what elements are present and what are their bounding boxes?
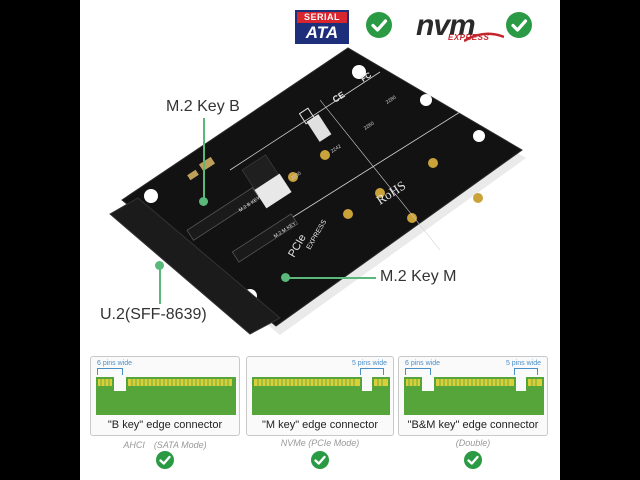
m2-key-b-callout-dot xyxy=(199,197,208,206)
m2-key-m-callout-dot xyxy=(281,273,290,282)
sata-logo-top-text: SERIAL xyxy=(297,12,347,23)
bm-key-connector-card: 6 pins wide 5 pins wide "B&M key" edge xyxy=(398,356,548,436)
b-key-label: "B key" edge connector xyxy=(107,419,223,431)
m-key-edge-connector xyxy=(252,377,390,415)
serial-ata-logo: SERIAL ATA xyxy=(295,10,349,44)
m2-key-m-callout-line xyxy=(286,277,376,279)
bm-key-right-bracket xyxy=(514,368,538,375)
pcb-board xyxy=(121,47,523,327)
sata-logo-bottom-text: ATA xyxy=(297,23,347,42)
bm-key-right-note: 5 pins wide xyxy=(505,360,541,367)
recycle-bin-icon xyxy=(298,107,316,125)
u2-callout: U.2(SFF-8639) xyxy=(100,306,207,323)
m2-key-b-callout: M.2 Key B xyxy=(166,98,240,115)
nvm-logo-word: nvm xyxy=(416,9,476,42)
size-mark-2230: 2230 xyxy=(290,170,303,181)
u2-callout-line xyxy=(159,266,161,304)
bm-key-check-icon xyxy=(464,451,482,469)
bm-key-subtitle: (Double) xyxy=(455,438,491,448)
bm-key-label: "B&M key" edge connector xyxy=(407,419,539,431)
nvm-express-logo: nvm EXPRESS xyxy=(416,9,504,45)
m-key-connector-card: 5 pins wide "M key" edge connector xyxy=(246,356,394,436)
b-key-connector-card: 6 pins wide "B key" edge connector xyxy=(90,356,240,436)
b-key-left-note: 6 pins wide xyxy=(97,360,133,367)
sata-supported-check-icon xyxy=(366,12,392,38)
m-key-notch-bracket xyxy=(360,368,384,375)
m2-m-key-slot xyxy=(231,213,299,263)
m-key-subtitle: NVMe (PCIe Mode) xyxy=(280,438,360,448)
m-key-check-icon xyxy=(311,451,329,469)
b-key-subtitle: AHCI (SATA Mode) xyxy=(123,440,207,450)
size-mark-2260: 2260 xyxy=(363,120,376,131)
m2-key-b-callout-line xyxy=(203,118,205,200)
bm-key-left-bracket xyxy=(405,368,431,375)
size-mark-2242: 2242 xyxy=(330,143,343,154)
product-image-panel: SERIAL ATA nvm EXPRESS xyxy=(80,0,560,480)
u2-callout-dot xyxy=(155,261,164,270)
m-key-right-note: 5 pins wide xyxy=(351,360,387,367)
nvme-supported-check-icon xyxy=(506,12,532,38)
m2-key-m-callout: M.2 Key M xyxy=(380,268,457,285)
b-key-check-icon xyxy=(156,451,174,469)
m-key-label: "M key" edge connector xyxy=(261,419,379,431)
size-mark-2280: 2280 xyxy=(385,94,398,105)
nvm-swoosh-icon xyxy=(464,32,504,43)
b-key-edge-connector xyxy=(96,377,236,415)
adapter-board-illustration: RoHS PCIe EXPRESS M.2 B KEY M.2 M KEY 22… xyxy=(109,47,526,335)
m2-b-key-slot xyxy=(186,187,260,241)
bm-key-left-note: 6 pins wide xyxy=(405,360,441,367)
b-key-notch-bracket xyxy=(97,368,123,375)
bm-key-edge-connector xyxy=(404,377,544,415)
nvm-logo-sub: EXPRESS xyxy=(448,33,490,42)
